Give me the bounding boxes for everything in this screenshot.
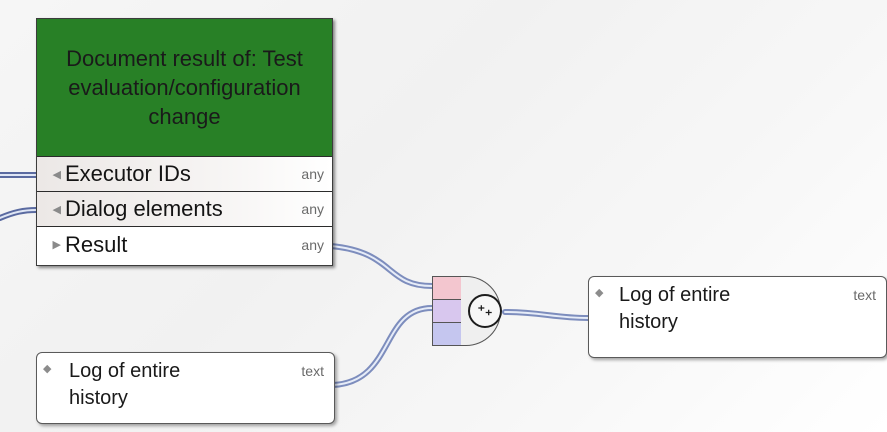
input-port-executor-ids[interactable]: ◀ Executor IDs any (37, 157, 332, 192)
data-node-log-output[interactable]: ◆ Log of entire history text (588, 276, 887, 358)
operator-input-2[interactable] (432, 299, 462, 323)
operator-input-1[interactable] (432, 276, 462, 300)
process-block[interactable]: Document result of: Test evaluation/conf… (36, 18, 333, 266)
data-port-icon: ◆ (43, 363, 52, 375)
edge-result-to-operator (328, 243, 435, 289)
port-label: Executor IDs (65, 161, 191, 186)
merge-operator-icon: ⁺₊ (468, 294, 502, 328)
operator-input-3[interactable] (432, 322, 462, 346)
data-port-icon: ◆ (595, 287, 604, 299)
merge-operator[interactable]: ⁺₊ (432, 270, 512, 350)
data-node-label: Log of entire history (619, 284, 731, 333)
input-port-dialog-elements[interactable]: ◀ Dialog elements any (37, 192, 332, 227)
data-node-type: text (301, 363, 324, 379)
data-node-label: Log of entire history (69, 360, 181, 409)
data-node-type: text (853, 287, 876, 303)
port-label: Result (65, 231, 128, 257)
port-label: Dialog elements (65, 196, 223, 221)
process-title: Document result of: Test evaluation/conf… (37, 19, 332, 157)
input-arrow-icon: ◀ (52, 168, 61, 181)
port-type: any (301, 236, 324, 253)
data-node-log-input[interactable]: ◆ Log of entire history text (36, 352, 335, 424)
input-arrow-icon: ◀ (52, 203, 61, 216)
output-port-result[interactable]: ▶ Result any (37, 227, 332, 262)
port-type: any (301, 166, 324, 182)
output-arrow-icon: ▶ (52, 239, 61, 251)
edge-data-to-operator (330, 305, 435, 388)
port-type: any (301, 201, 324, 217)
